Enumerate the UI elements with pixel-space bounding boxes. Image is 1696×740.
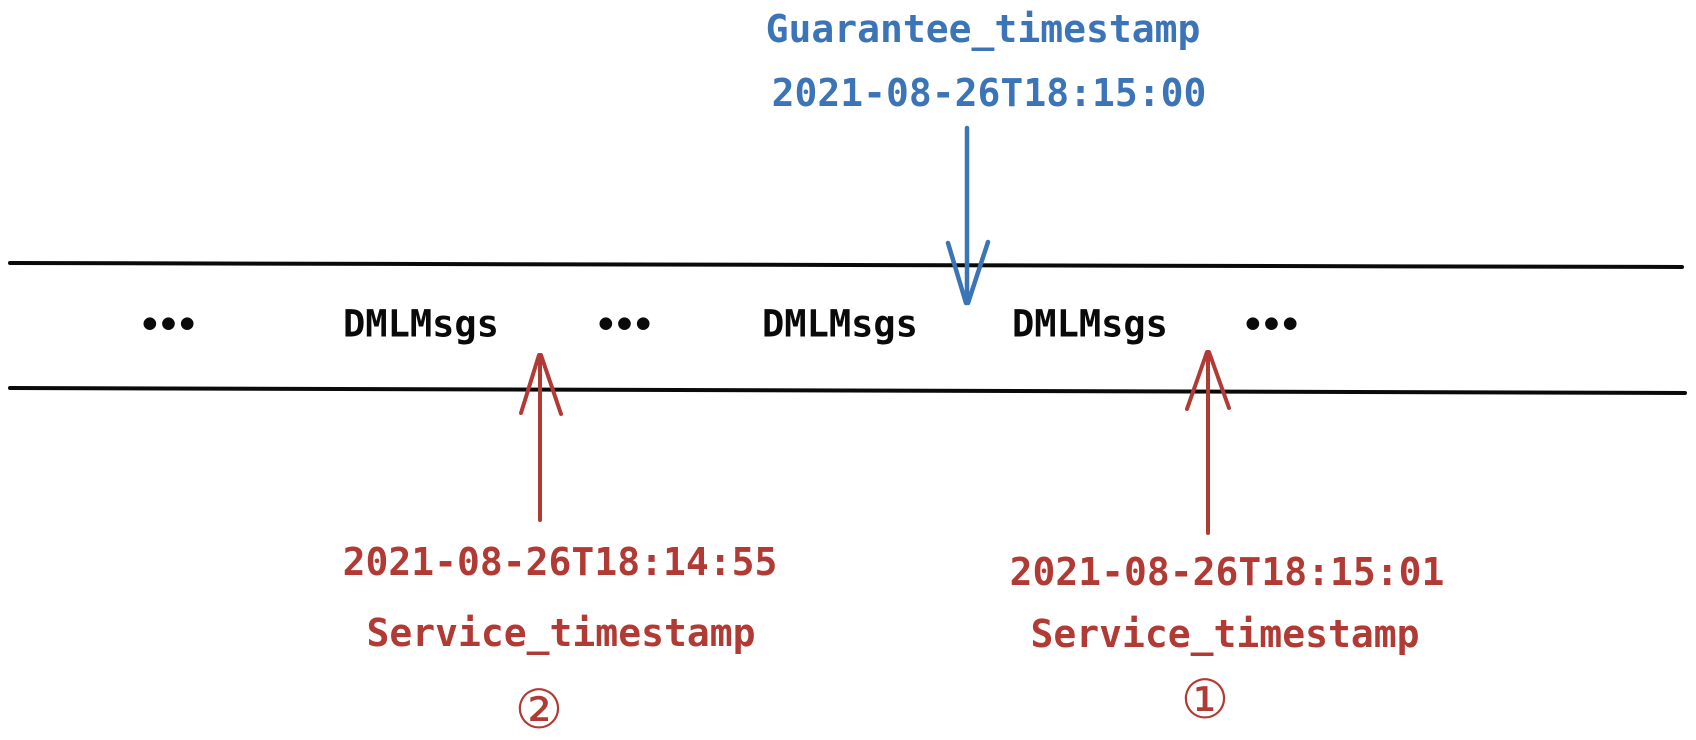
stream-band-bottom-line bbox=[8, 386, 1687, 395]
guarantee-timestamp-label: Guarantee_timestamp bbox=[765, 7, 1201, 51]
service-arrow-up-2-icon bbox=[519, 353, 563, 522]
service-timestamp-value-2: 2021-08-26T18:14:55 bbox=[342, 540, 778, 584]
circled-2-marker: ② bbox=[514, 678, 564, 740]
stream-dml-msgs: DMLMsgs bbox=[1012, 302, 1168, 346]
service-timestamp-value-1: 2021-08-26T18:15:01 bbox=[1009, 550, 1445, 594]
service-timestamp-label-2: Service_timestamp bbox=[366, 611, 756, 655]
stream-band-top-line bbox=[8, 261, 1684, 269]
stream-ellipsis: ••• bbox=[594, 305, 654, 346]
stream-ellipsis: ••• bbox=[138, 305, 198, 346]
service-timestamp-label-1: Service_timestamp bbox=[1030, 612, 1420, 656]
service-arrow-up-1-icon bbox=[1185, 350, 1231, 535]
circled-1-marker: ① bbox=[1180, 668, 1230, 731]
guarantee-arrow-down-icon bbox=[945, 125, 991, 306]
stream-ellipsis: ••• bbox=[1241, 305, 1301, 346]
stream-dml-msgs: DMLMsgs bbox=[762, 302, 918, 346]
guarantee-timestamp-value: 2021-08-26T18:15:00 bbox=[771, 71, 1207, 115]
stream-dml-msgs: DMLMsgs bbox=[343, 302, 499, 346]
